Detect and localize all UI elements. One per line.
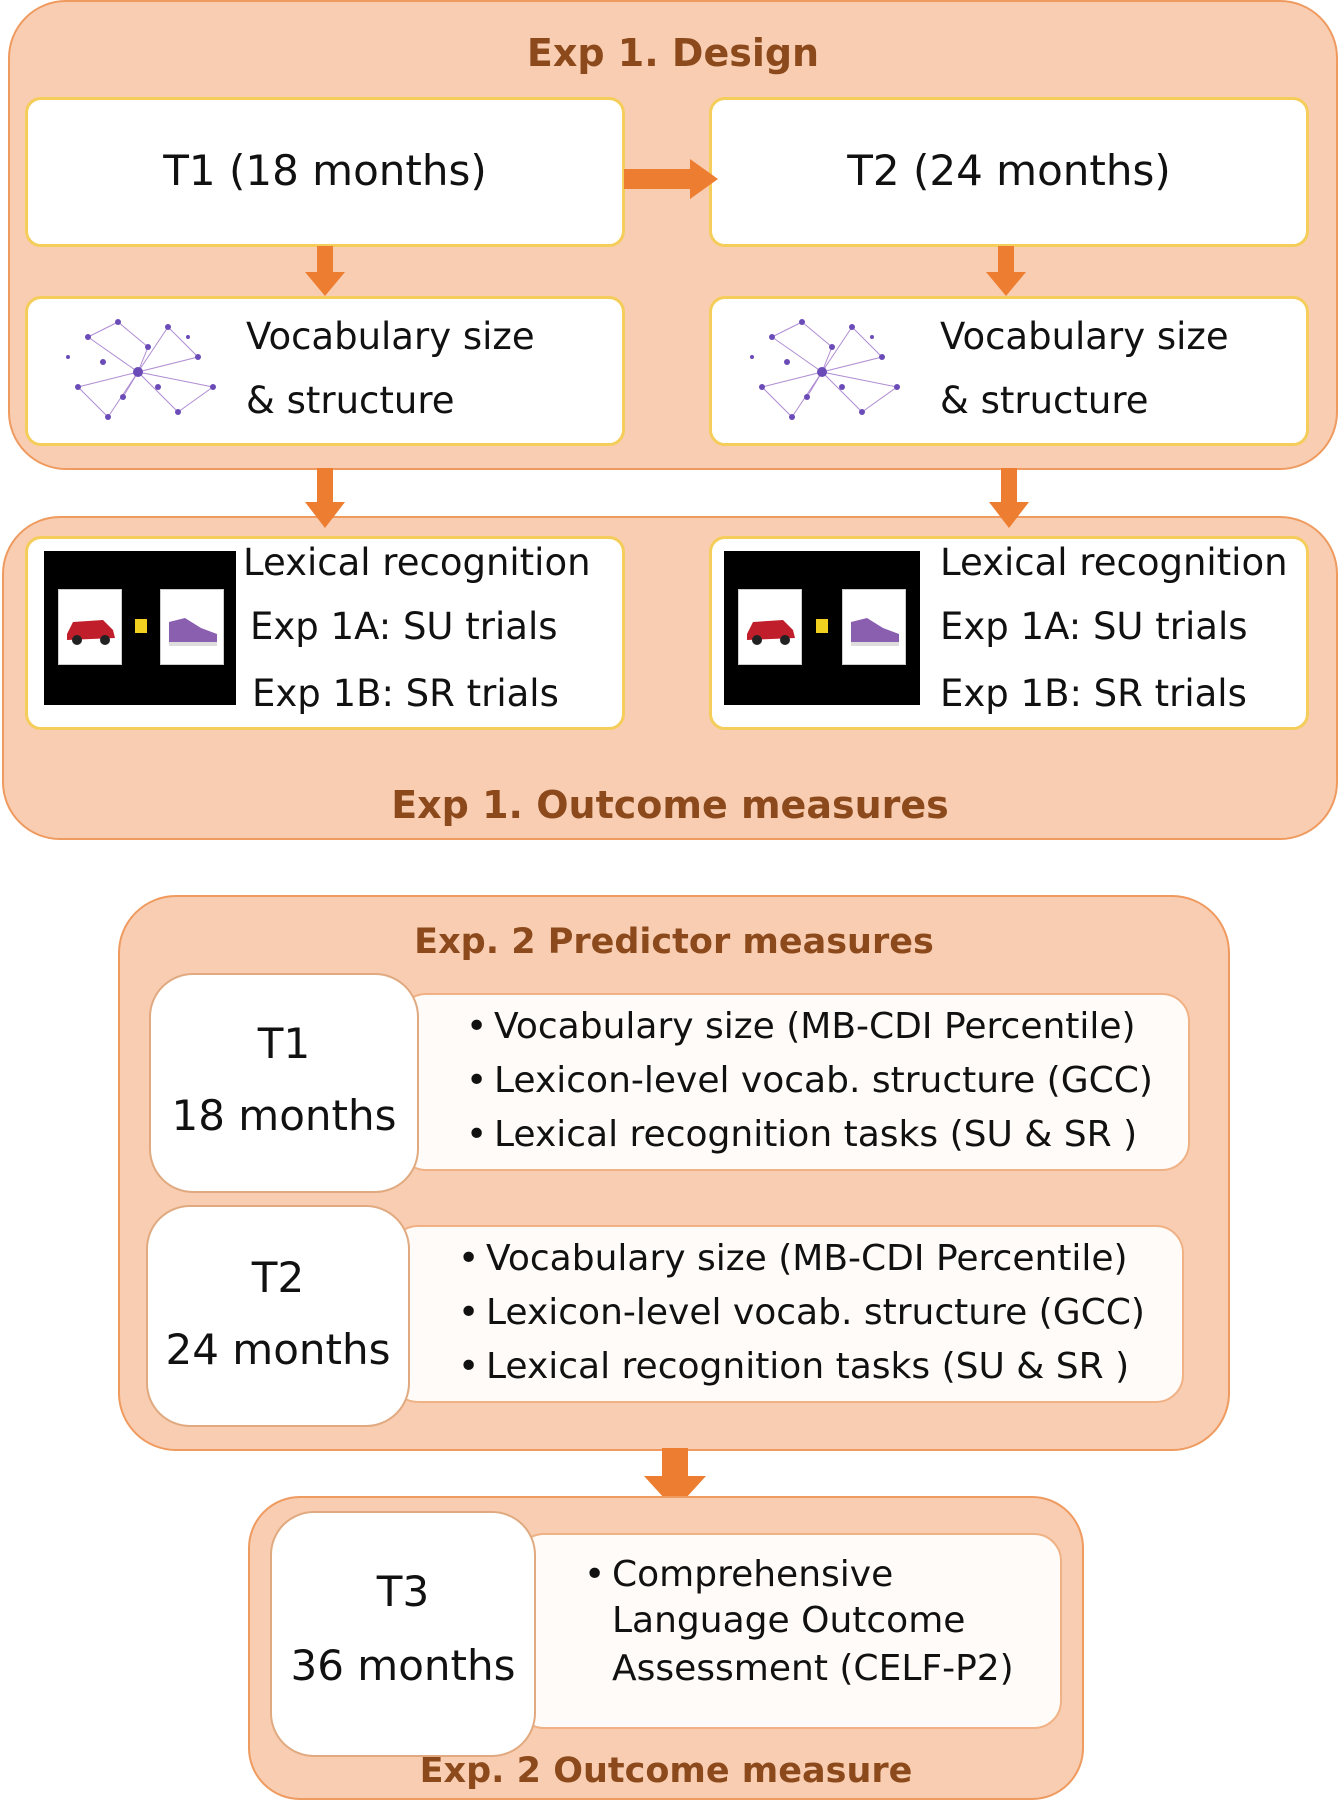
vocab-box-t1: Vocabulary size & structure [25,296,625,446]
lex-box-t1: Lexical recognition Exp 1A: SU trials Ex… [25,536,625,730]
fixation-icon [135,619,147,633]
shoe-card [160,589,224,665]
fixation-icon [816,619,828,633]
t2-label: T2 [251,1253,305,1302]
t1-age-box: T1 18 months [149,973,419,1193]
t1-age: 18 months [171,1091,397,1140]
exp2-outcome-title: Exp. 2 Outcome measure [419,1751,913,1791]
car-icon [67,620,115,645]
vocab-line1: Vocabulary size [940,315,1229,358]
arrow-t1-to-vocab [305,246,345,296]
predictor-item: •Lexicon-level vocab. structure (GCC) [466,1060,1153,1101]
outcome-item-cont: Assessment (CELF-P2) [612,1648,1014,1689]
network-graph-icon [66,319,216,420]
predictor-item: •Vocabulary size (MB-CDI Percentile) [458,1238,1128,1279]
arrow-t2-to-vocab [986,246,1026,296]
network-graph-icon [750,319,900,420]
predictor-item: •Lexical recognition tasks (SU & SR ) [458,1346,1130,1387]
t1-box: T1 (18 months) [25,97,625,247]
vocab-line1: Vocabulary size [246,315,535,358]
t2-label: T2 (24 months) [847,146,1171,195]
t3-age: 36 months [290,1641,516,1690]
predictor-list-t1: •Vocabulary size (MB-CDI Percentile) •Le… [398,993,1190,1171]
shoe-icon [851,618,899,646]
vocab-line2: & structure [940,379,1149,422]
lex-line3: Exp 1B: SR trials [252,672,559,715]
car-icon [747,620,795,645]
arrow-predictor-to-outcome [644,1448,706,1510]
exp2-predictor-title: Exp. 2 Predictor measures [414,922,934,962]
outcome-item: •Comprehensive [584,1554,894,1595]
car-card [58,589,122,665]
stimulus-display [724,551,920,705]
lex-line1: Lexical recognition [243,541,591,584]
outcome-list: •Comprehensive Language Outcome Assessme… [516,1533,1062,1729]
t3-label: T3 [376,1567,430,1616]
outcome-item-cont: Language Outcome [612,1600,966,1641]
t2-age-box: T2 24 months [146,1205,410,1427]
lex-line2: Exp 1A: SU trials [940,605,1248,648]
lex-line2: Exp 1A: SU trials [250,605,558,648]
stimulus-display [44,551,236,705]
exp1-design-title: Exp 1. Design [526,31,820,75]
predictor-list-t2: •Vocabulary size (MB-CDI Percentile) •Le… [390,1225,1184,1403]
arrow-t1-to-t2 [624,159,718,199]
lex-box-t2: Lexical recognition Exp 1A: SU trials Ex… [709,536,1309,730]
lex-line3: Exp 1B: SR trials [940,672,1247,715]
arrow-vocab-to-lex-t1 [305,468,345,528]
t1-label: T1 (18 months) [163,146,487,195]
shoe-icon [169,618,217,646]
t1-label: T1 [257,1019,311,1068]
vocab-box-t2: Vocabulary size & structure [709,296,1309,446]
t2-box: T2 (24 months) [709,97,1309,247]
lex-line1: Lexical recognition [940,541,1288,584]
predictor-item: •Lexical recognition tasks (SU & SR ) [466,1114,1138,1155]
car-card [738,589,802,665]
t2-age: 24 months [165,1325,391,1374]
shoe-card [842,589,906,665]
t3-age-box: T3 36 months [270,1511,536,1757]
exp1-outcome-title: Exp 1. Outcome measures [391,783,949,827]
vocab-line2: & structure [246,379,455,422]
arrow-vocab-to-lex-t2 [989,468,1029,528]
predictor-item: •Lexicon-level vocab. structure (GCC) [458,1292,1145,1333]
predictor-item: •Vocabulary size (MB-CDI Percentile) [466,1006,1136,1047]
